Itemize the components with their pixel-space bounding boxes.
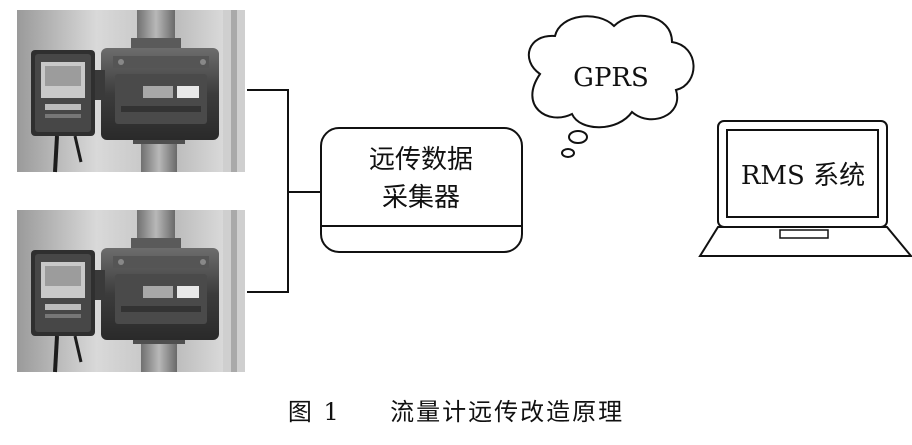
laptop: RMS 系统 xyxy=(698,120,912,257)
gprs-cloud: GPRS xyxy=(528,14,695,158)
collector-label-line1: 远传数据 xyxy=(369,145,473,175)
remote-data-collector-box: 远传数据 采集器 xyxy=(320,127,523,253)
figure-caption: 图 1 流量计远传改造原理 xyxy=(0,392,912,427)
connector-lines xyxy=(247,89,321,293)
laptop-label: RMS 系统 xyxy=(741,161,865,191)
collector-label-line2: 采集器 xyxy=(382,183,460,213)
flowmeter-photo-top xyxy=(15,8,247,174)
flowmeter-photo-bottom xyxy=(15,208,247,374)
figure-number: 图 1 xyxy=(287,398,341,426)
figure-title: 流量计远传改造原理 xyxy=(390,398,625,426)
cloud-label: GPRS xyxy=(573,63,649,93)
